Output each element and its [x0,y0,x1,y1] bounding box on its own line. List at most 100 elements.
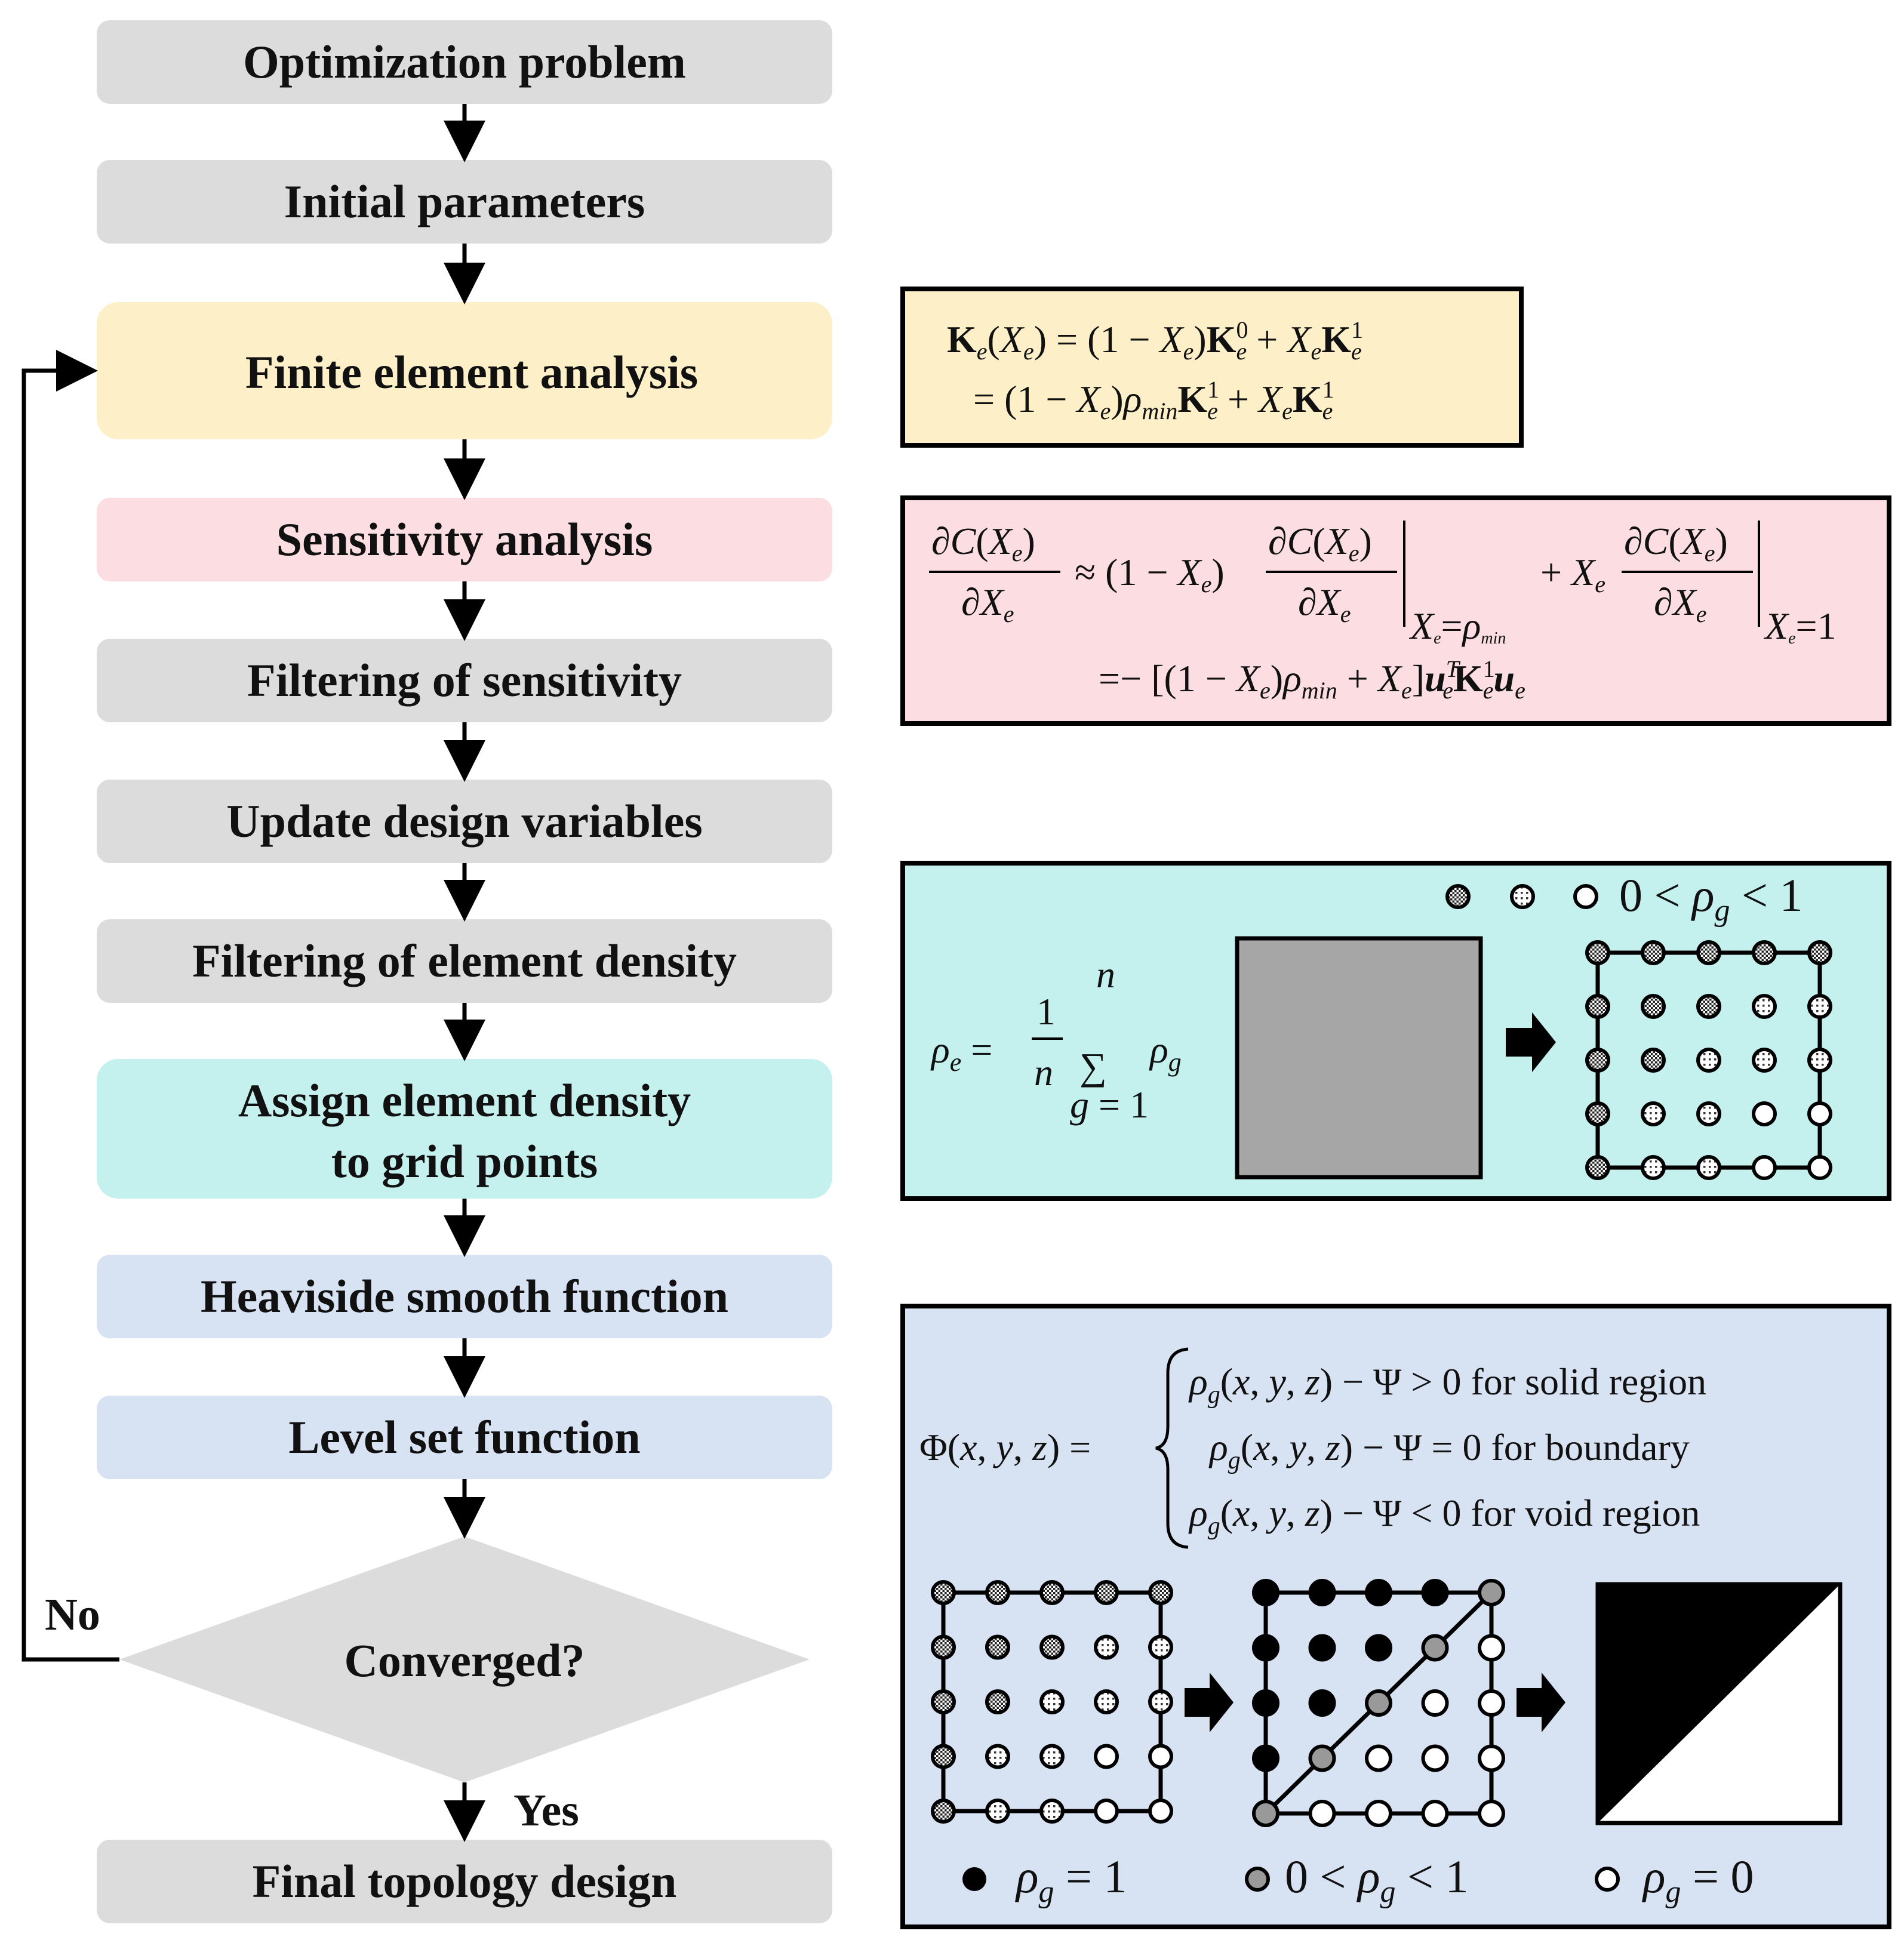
svg-text:n: n [1096,953,1115,996]
grid-node [1148,1689,1173,1714]
grid-node [1807,994,1832,1019]
svg-text:ρg(x, y, z) − Ψ = 0 for bound: ρg(x, y, z) − Ψ = 0 for boundary [1208,1426,1690,1474]
grid-node [1365,1800,1392,1827]
grid-node [1641,1101,1666,1126]
grid-node [1696,994,1721,1019]
grid-node [1094,1744,1119,1769]
grid-node [1039,1580,1065,1605]
grid-node [1094,1634,1119,1660]
svg-text:∂C(Xe): ∂C(Xe) [931,520,1035,566]
grid-node [985,1580,1010,1605]
grid-node [1752,1101,1777,1126]
svg-text:Φ(x, y, z) =: Φ(x, y, z) = [919,1426,1091,1468]
grid-node [1148,1580,1173,1605]
grid-node [1696,940,1721,965]
svg-text:∂Xe: ∂Xe [1654,581,1706,627]
grid-node [1478,1744,1505,1772]
grid-node [1365,1634,1392,1662]
grid-node [1478,1800,1505,1827]
grid-node [931,1634,956,1660]
grid-node [1039,1799,1065,1824]
grid-node [1365,1579,1392,1606]
grid-node [1696,1155,1721,1180]
grid-node [1807,1048,1832,1073]
gray-element-square [1235,936,1483,1180]
step-label: Heaviside smooth function [201,1270,728,1322]
grid-node [1752,1048,1777,1073]
grid-node [1365,1744,1392,1772]
grid-node [931,1799,956,1824]
grid-node [1752,1155,1777,1180]
void-node-icon [1595,1867,1620,1892]
density-formula: ρe = 1 n n ∑ g = 1 ρg [930,953,1182,1126]
grid-node [1365,1689,1392,1717]
grid-node [1807,940,1832,965]
grid-node [1585,994,1610,1019]
sparse-node-icon [1573,884,1598,909]
step-final-topology-design: Final topology design [97,1840,832,1923]
svg-text:0 < ρg < 1: 0 < ρg < 1 [1285,1850,1468,1909]
sensitivity-equation-panel: ∂C(Xe) ∂Xe ≈ (1 − Xe) ∂C(Xe) ∂Xe Xe=ρmin… [900,495,1891,726]
levelset-formula: Φ(x, y, z) = ρg(x, y, z) − Ψ > 0 for sol… [919,1347,1706,1549]
step-filtering-of-sensitivity: Filtering of sensitivity [97,639,832,722]
grid-node [1421,1689,1449,1717]
grid-node [1641,1155,1666,1180]
step-level-set-function: Level set function [97,1396,832,1479]
sensitivity-eq-line1: ∂C(Xe) ∂Xe ≈ (1 − Xe) ∂C(Xe) ∂Xe Xe=ρmin… [929,520,1837,648]
grid-node [1641,1048,1666,1073]
density-legend: 0 < ρg < 1 [1445,869,1803,928]
svg-text:≈ (1 − Xe): ≈ (1 − Xe) [1075,551,1225,598]
grid-node [1478,1689,1505,1717]
grid-node [1421,1744,1449,1772]
final-topology-square [1595,1582,1843,1825]
grid-node [1807,1101,1832,1126]
step-assign-element-density: Assign element density to grid points [97,1059,832,1199]
step-label: Update design variables [226,795,702,847]
medium-node-icon [1510,884,1535,909]
grid-node [1039,1634,1065,1660]
grid-node [985,1744,1010,1769]
svg-text:ρe =: ρe = [930,1029,992,1077]
svg-text:∂Xe: ∂Xe [1298,581,1351,627]
step-label: Initial parameters [284,175,645,227]
step-label: Sensitivity analysis [276,513,653,565]
grid-node [1252,1579,1279,1606]
svg-text:ρg: ρg [1149,1029,1182,1077]
grid-node [1807,1155,1832,1180]
levelset-legend: ρg = 1 0 < ρg < 1 ρg = 0 [962,1850,1754,1909]
step-label: Final topology design [253,1855,677,1907]
step-label: Finite element analysis [245,346,698,398]
levelset-grid-classified [1252,1579,1505,1827]
density-assignment-panel: 0 < ρg < 1 ρe = 1 n n ∑ g = 1 ρg [900,861,1891,1201]
svg-text:∑: ∑ [1079,1045,1107,1088]
svg-text:g = 1: g = 1 [1070,1083,1149,1126]
no-label: No [45,1590,100,1640]
grid-node [1308,1800,1336,1827]
svg-text:ρg(x, y, z) − Ψ > 0 for solid: ρg(x, y, z) − Ψ > 0 for solid region [1188,1360,1706,1409]
svg-text:Xe=1: Xe=1 [1763,605,1837,648]
grid-node [931,1580,956,1605]
svg-text:+ Xe: + Xe [1540,551,1605,598]
grid-node [985,1689,1010,1714]
right-arrow-icon [1517,1673,1565,1732]
grid-node [1421,1579,1449,1606]
step-label-line2: to grid points [331,1135,598,1187]
levelset-grid-hatched [931,1580,1173,1824]
step-heaviside-smooth-function: Heaviside smooth function [97,1255,832,1338]
grid-node [1478,1579,1505,1606]
grid-node [1421,1634,1449,1662]
grid-node [1094,1580,1119,1605]
boundary-node-icon [1245,1867,1270,1892]
grid-node [931,1689,956,1714]
step-initial-parameters: Initial parameters [97,160,832,244]
grid-node [1308,1744,1336,1772]
grid-node [1094,1799,1119,1824]
grid-node [1585,940,1610,965]
step-label-line1: Assign element density [238,1074,691,1126]
step-label: Optimization problem [243,36,686,88]
grid-node [1094,1689,1119,1714]
grid-node [1585,1048,1610,1073]
svg-text:∂C(Xe): ∂C(Xe) [1624,520,1728,566]
